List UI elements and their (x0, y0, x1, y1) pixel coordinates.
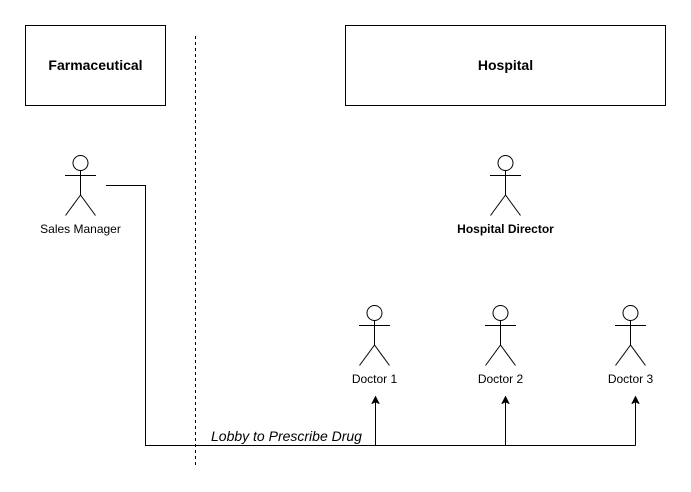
stick-figure-icon (490, 155, 521, 216)
hospital-box[interactable]: Hospital (345, 25, 666, 106)
actor-label: Doctor 2 (478, 372, 524, 386)
pharma-box-title: Farmaceutical (48, 57, 142, 73)
stick-figure-icon (65, 155, 96, 216)
actor-hospital-director[interactable]: Hospital Director (457, 155, 554, 237)
lobby-connector[interactable]: Lobby to Prescribe Drug (106, 185, 636, 446)
connector-label: Lobby to Prescribe Drug (211, 428, 362, 444)
actor-doctor-2[interactable]: Doctor 2 (478, 305, 524, 387)
actor-label: Doctor 3 (608, 372, 654, 386)
pharma-box[interactable]: Farmaceutical (25, 25, 166, 106)
actor-label: Doctor 1 (352, 372, 398, 386)
stick-figure-icon (485, 305, 516, 366)
stick-figure-icon (359, 305, 390, 366)
actor-doctor-3[interactable]: Doctor 3 (608, 305, 654, 387)
actor-label: Sales Manager (40, 222, 121, 236)
connector-trunk (106, 185, 636, 446)
actor-doctor-1[interactable]: Doctor 1 (352, 305, 398, 387)
actor-label: Hospital Director (457, 222, 554, 236)
stick-figure-icon (615, 305, 646, 366)
actor-sales-manager[interactable]: Sales Manager (40, 155, 121, 237)
hospital-box-title: Hospital (478, 57, 533, 73)
